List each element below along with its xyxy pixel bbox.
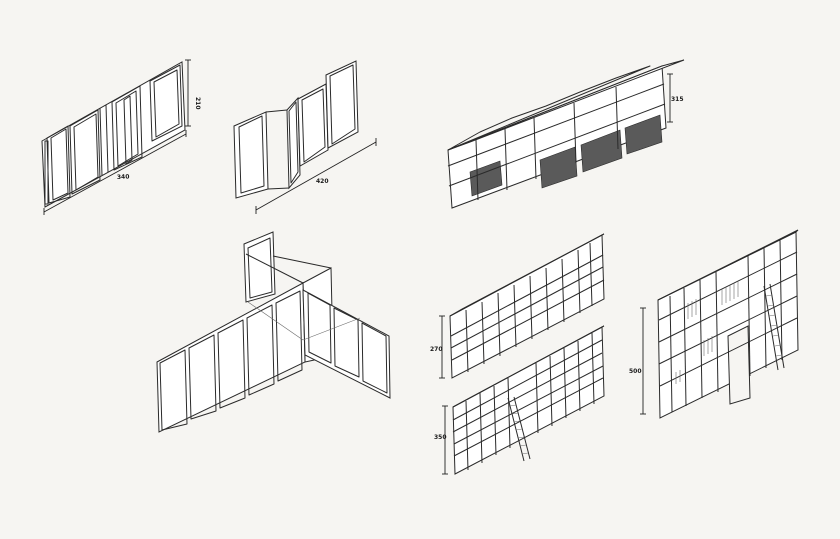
- hinged-partition-drawing: 420: [233, 60, 377, 214]
- bookcase-bottom-drawing: 350: [434, 325, 605, 475]
- height-dimension-label: 270: [430, 346, 443, 353]
- bookcase-top-right-drawing: 315: [447, 59, 685, 209]
- height-dimension-label: 315: [671, 96, 684, 103]
- bookcase-middle-drawing: 270: [430, 233, 605, 379]
- width-dimension-label: 340: [117, 173, 130, 181]
- bookcase-large-drawing: 500: [629, 229, 799, 419]
- height-dimension-label: 500: [629, 368, 642, 375]
- partition-cross-drawing: [156, 231, 391, 433]
- height-dimension-label: 350: [434, 434, 447, 441]
- width-dimension-label: 420: [316, 178, 329, 185]
- height-dimension-label: 210: [194, 97, 201, 110]
- sliding-partition-drawing: 340 210: [41, 59, 201, 215]
